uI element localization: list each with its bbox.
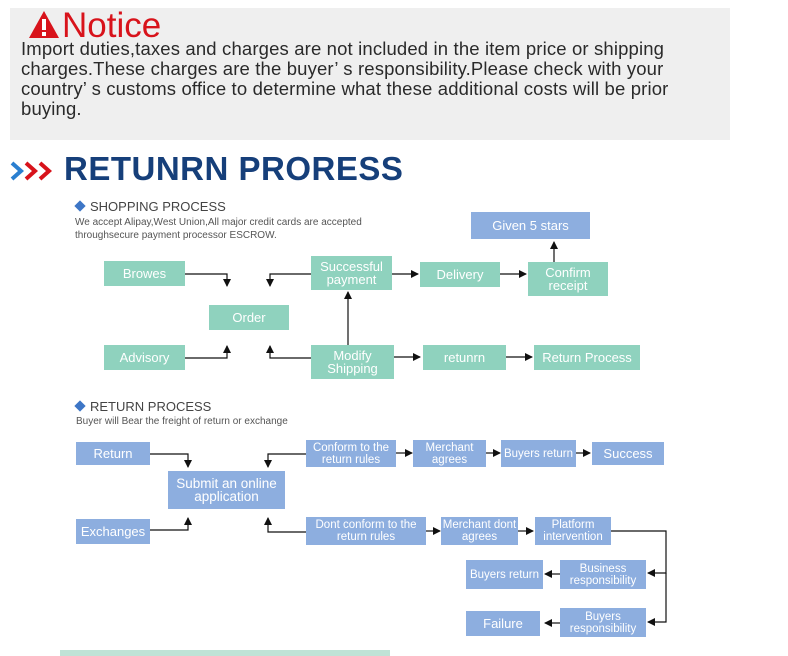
node-buyers-return-top: Buyers return (501, 440, 576, 467)
shopping-desc-2: throughsecure payment processor ESCROW. (75, 230, 277, 241)
node-platform-intervention: Platform intervention (535, 517, 611, 545)
shopping-desc-1: We accept Alipay,West Union,All major cr… (75, 217, 362, 228)
notice-panel (10, 8, 730, 140)
node-advisory: Advisory (104, 345, 185, 370)
node-business-responsibility: Business responsibility (560, 560, 646, 589)
return-heading: RETURN PROCESS (74, 399, 212, 414)
chevron-right-icon (10, 161, 53, 181)
warning-icon (29, 11, 59, 38)
node-confirm-receipt: Confirm receipt (528, 262, 608, 296)
node-failure: Failure (466, 611, 540, 636)
node-browes: Browes (104, 261, 185, 286)
node-merchant-dont-agrees: Merchant dont agrees (441, 517, 518, 545)
notice-title: Notice (62, 6, 162, 45)
node-dont-conform-rules: Dont conform to the return rules (306, 517, 426, 545)
return-heading-text: RETURN PROCESS (90, 399, 212, 414)
node-delivery: Delivery (420, 262, 500, 287)
node-success: Success (592, 442, 664, 465)
node-retunrn: retunrn (423, 345, 506, 370)
node-modify-shipping: Modify Shipping (311, 345, 394, 379)
shopping-heading-text: SHOPPING PROCESS (90, 199, 226, 214)
next-section-strip (60, 650, 390, 656)
node-order: Order (209, 305, 289, 330)
shopping-heading: SHOPPING PROCESS (74, 199, 226, 214)
node-buyers-return-mid: Buyers return (466, 560, 543, 589)
diamond-icon (74, 400, 86, 412)
node-return: Return (76, 442, 150, 465)
notice-body: Import duties,taxes and charges are not … (21, 38, 669, 119)
node-exchanges: Exchanges (76, 519, 150, 544)
section-title: RETUNRN PRORESS (64, 150, 404, 187)
node-successful-payment: Successful payment (311, 256, 392, 290)
node-conform-rules: Conform to the return rules (306, 440, 396, 467)
node-merchant-agrees: Merchant agrees (413, 440, 486, 467)
node-return-process: Return Process (534, 345, 640, 370)
node-submit-application: Submit an online application (168, 471, 285, 509)
node-given-5-stars: Given 5 stars (471, 212, 590, 239)
return-desc: Buyer will Bear the freight of return or… (76, 416, 288, 427)
node-buyers-responsibility: Buyers responsibility (560, 608, 646, 637)
